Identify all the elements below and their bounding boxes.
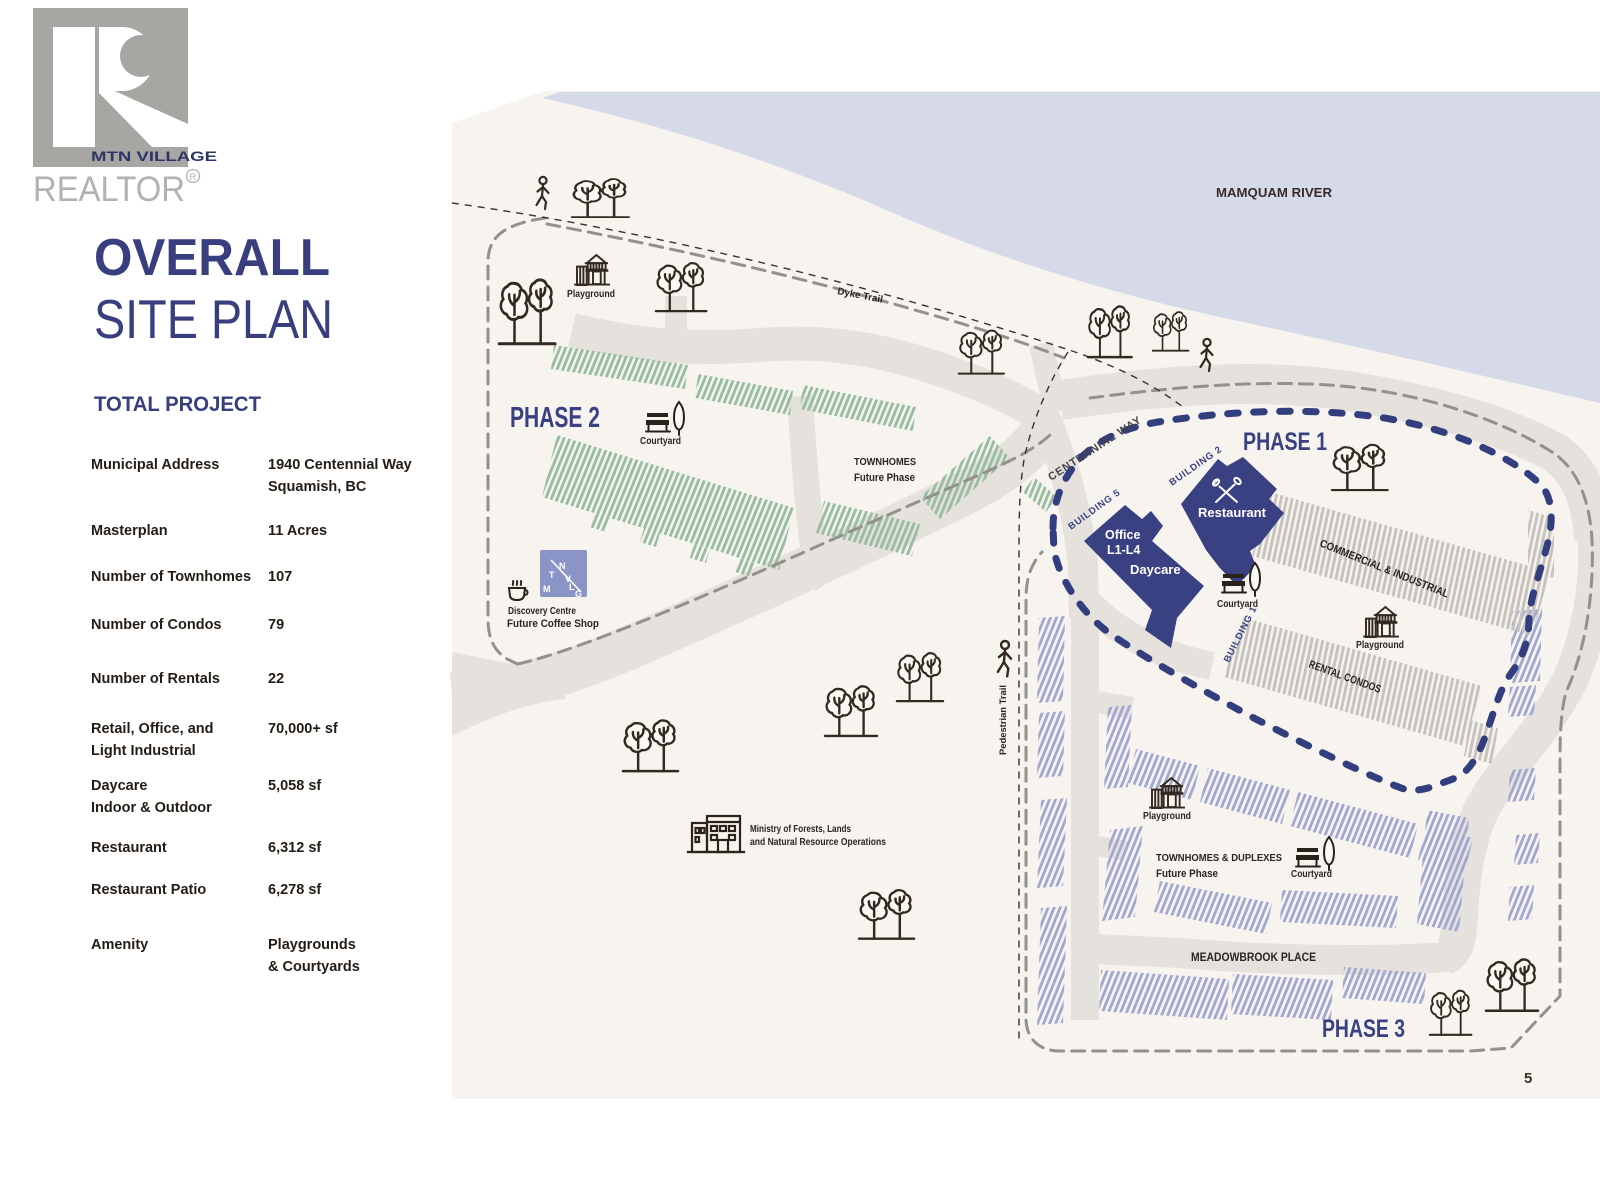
svg-text:Light Industrial: Light Industrial — [91, 743, 196, 759]
svg-text:Courtyard: Courtyard — [1291, 868, 1332, 880]
svg-text:Ministry of Forests, Lands: Ministry of Forests, Lands — [750, 823, 851, 835]
svg-text:Pedestrian Trail: Pedestrian Trail — [998, 685, 1009, 755]
svg-text:Playground: Playground — [1143, 810, 1191, 822]
svg-text:Indoor & Outdoor: Indoor & Outdoor — [91, 800, 212, 816]
svg-text:TOWNHOMES: TOWNHOMES — [854, 457, 916, 468]
svg-text:SITE PLAN: SITE PLAN — [94, 288, 333, 350]
svg-text:& Courtyards: & Courtyards — [268, 959, 360, 975]
svg-text:Amenity: Amenity — [91, 937, 148, 953]
svg-text:TOTAL PROJECT: TOTAL PROJECT — [94, 393, 261, 416]
svg-text:Number of Townhomes: Number of Townhomes — [91, 569, 251, 585]
svg-text:Retail, Office, and: Retail, Office, and — [91, 721, 213, 737]
svg-text:5: 5 — [1524, 1070, 1532, 1087]
svg-text:107: 107 — [268, 569, 292, 585]
svg-text:Playground: Playground — [1356, 639, 1404, 651]
svg-text:MTN VILLAGE: MTN VILLAGE — [91, 149, 217, 164]
svg-text:Municipal Address: Municipal Address — [91, 457, 219, 473]
svg-text:OVERALL: OVERALL — [94, 229, 330, 287]
svg-text:70,000+ sf: 70,000+ sf — [268, 721, 338, 737]
svg-text:Future Coffee Shop: Future Coffee Shop — [507, 618, 599, 630]
svg-text:11 Acres: 11 Acres — [268, 523, 327, 539]
svg-text:Number of Condos: Number of Condos — [91, 617, 222, 633]
svg-text:Restaurant: Restaurant — [1198, 505, 1267, 520]
svg-text:Courtyard: Courtyard — [1217, 598, 1258, 610]
svg-text:Future Phase: Future Phase — [1156, 868, 1218, 880]
svg-text:6,312 sf: 6,312 sf — [268, 840, 321, 856]
svg-text:PHASE 2: PHASE 2 — [510, 402, 600, 434]
svg-text:Discovery Centre: Discovery Centre — [508, 605, 576, 617]
svg-text:TOWNHOMES & DUPLEXES: TOWNHOMES & DUPLEXES — [1156, 853, 1282, 864]
svg-text:6,278 sf: 6,278 sf — [268, 882, 321, 898]
svg-text:Daycare: Daycare — [1130, 562, 1181, 577]
svg-text:22: 22 — [268, 671, 284, 687]
svg-text:G: G — [575, 589, 582, 599]
svg-text:R: R — [190, 172, 197, 183]
svg-text:1940 Centennial Way: 1940 Centennial Way — [268, 457, 412, 473]
svg-text:and Natural Resource Operation: and Natural Resource Operations — [750, 836, 886, 848]
svg-text:MAMQUAM RIVER: MAMQUAM RIVER — [1216, 186, 1332, 200]
svg-text:PHASE 3: PHASE 3 — [1322, 1015, 1405, 1043]
svg-text:79: 79 — [268, 617, 284, 633]
svg-text:Number of Rentals: Number of Rentals — [91, 671, 220, 687]
svg-text:L: L — [569, 582, 575, 592]
svg-text:Daycare: Daycare — [91, 778, 147, 794]
svg-text:Future Phase: Future Phase — [854, 472, 915, 484]
svg-text:REALTOR: REALTOR — [33, 170, 185, 209]
svg-text:5,058 sf: 5,058 sf — [268, 778, 321, 794]
svg-text:T: T — [549, 570, 555, 580]
svg-text:Restaurant: Restaurant — [91, 840, 167, 856]
svg-text:M: M — [543, 584, 551, 594]
svg-text:Courtyard: Courtyard — [640, 435, 681, 447]
svg-text:Office: Office — [1105, 528, 1140, 542]
svg-text:Playgrounds: Playgrounds — [268, 937, 356, 953]
svg-text:L1-L4: L1-L4 — [1107, 543, 1140, 557]
svg-text:N: N — [559, 561, 566, 571]
svg-text:Playground: Playground — [567, 288, 615, 300]
svg-text:Restaurant Patio: Restaurant Patio — [91, 882, 206, 898]
svg-text:MEADOWBROOK PLACE: MEADOWBROOK PLACE — [1191, 950, 1316, 964]
svg-text:PHASE 1: PHASE 1 — [1243, 428, 1327, 456]
svg-text:V: V — [565, 574, 571, 584]
svg-text:Masterplan: Masterplan — [91, 523, 168, 539]
svg-text:Squamish, BC: Squamish, BC — [268, 479, 367, 495]
